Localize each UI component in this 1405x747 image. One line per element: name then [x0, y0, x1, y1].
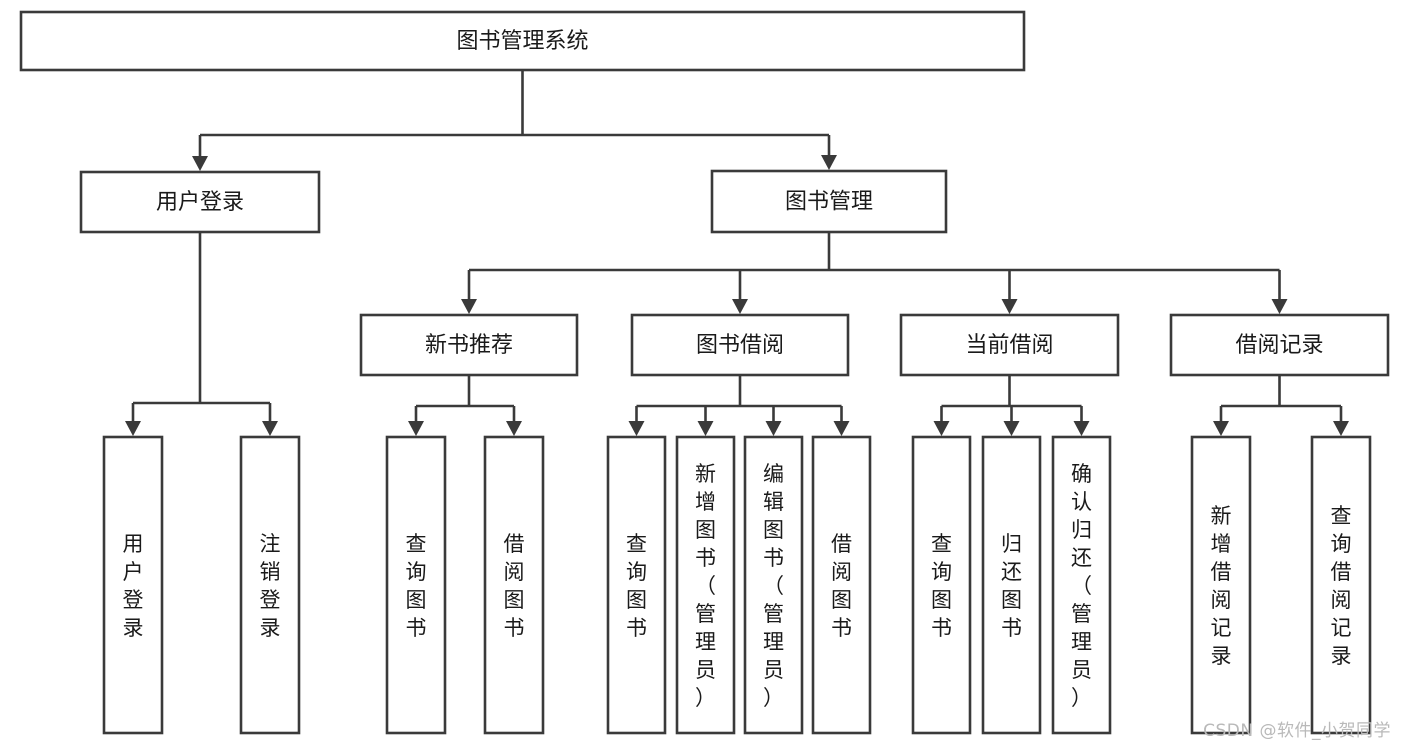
node-l-nr-borrow[interactable]: 借阅图书 [483, 435, 545, 735]
arrow-head-icon [192, 156, 208, 171]
node-box[interactable] [743, 435, 804, 735]
node-l-user-logout[interactable]: 注销登录 [239, 435, 301, 735]
node-box[interactable] [606, 435, 667, 735]
node-label: 用户登录 [156, 190, 244, 215]
node-label: 图书借阅 [696, 333, 784, 358]
node-box[interactable] [899, 313, 1120, 377]
connector-group [1213, 375, 1349, 436]
arrow-head-icon [1073, 421, 1090, 436]
node-label: 新书推荐 [425, 333, 513, 358]
node-box[interactable] [981, 435, 1042, 735]
node-box[interactable] [630, 313, 850, 377]
node-label: 图书管理系统 [456, 29, 588, 54]
arrow-head-icon [1213, 421, 1229, 436]
node-l-cb-confirm[interactable]: 确认归还（管理员） [1051, 435, 1112, 735]
node-layer: 图书管理系统用户登录图书管理新书推荐图书借阅当前借阅借阅记录用户登录注销登录查询… [19, 10, 1390, 735]
node-box[interactable] [239, 435, 301, 735]
arrow-head-icon [732, 299, 748, 314]
node-l-br-add[interactable]: 新增借阅记录 [1190, 435, 1252, 735]
arrow-head-icon [1333, 421, 1349, 436]
arrow-head-icon [262, 421, 278, 436]
connector-group [461, 232, 1288, 314]
node-l-nr-query[interactable]: 查询图书 [385, 435, 447, 735]
node-box[interactable] [1310, 435, 1372, 735]
node-label: 借阅图书 [504, 532, 525, 640]
arrow-head-icon [1001, 299, 1018, 314]
node-l-bb-add[interactable]: 新增图书（管理员） [675, 435, 736, 735]
csdn-watermark: CSDN @软件_小贺同学 [1203, 721, 1391, 741]
arrow-head-icon [506, 421, 522, 436]
arrow-head-icon [833, 421, 850, 436]
node-label: 借阅图书 [831, 532, 852, 640]
arrow-head-icon [933, 421, 950, 436]
connector-layer [125, 70, 1349, 436]
node-box[interactable] [1051, 435, 1112, 735]
node-label: 查询图书 [406, 532, 427, 640]
node-box[interactable] [675, 435, 736, 735]
node-box[interactable] [385, 435, 447, 735]
node-label: 借阅记录 [1235, 333, 1323, 358]
arrow-head-icon [765, 421, 782, 436]
connector-group [408, 375, 522, 436]
node-label: 归还图书 [1001, 532, 1022, 640]
node-n-cur-borrow[interactable]: 当前借阅 [899, 313, 1120, 377]
node-label: 新增借阅记录 [1211, 504, 1232, 668]
node-box[interactable] [1169, 313, 1390, 377]
arrow-head-icon [408, 421, 424, 436]
node-label: 注销登录 [260, 532, 281, 640]
node-l-bb-query[interactable]: 查询图书 [606, 435, 667, 735]
node-l-br-query[interactable]: 查询借阅记录 [1310, 435, 1372, 735]
arrow-head-icon [125, 421, 141, 436]
node-root[interactable]: 图书管理系统 [19, 10, 1026, 72]
node-box[interactable] [359, 313, 579, 377]
arrow-head-icon [628, 421, 645, 436]
node-box[interactable] [1190, 435, 1252, 735]
connector-group [192, 70, 837, 171]
node-label: 用户登录 [123, 532, 144, 640]
node-n-book-mgmt[interactable]: 图书管理 [710, 169, 948, 234]
node-l-cb-return[interactable]: 归还图书 [981, 435, 1042, 735]
node-l-bb-borrow[interactable]: 借阅图书 [811, 435, 872, 735]
arrow-head-icon [1271, 299, 1288, 314]
node-l-bb-edit[interactable]: 编辑图书（管理员） [743, 435, 804, 735]
node-box[interactable] [19, 10, 1026, 72]
node-l-user-login[interactable]: 用户登录 [102, 435, 164, 735]
node-label: 查询图书 [626, 532, 647, 640]
node-n-borrow-rec[interactable]: 借阅记录 [1169, 313, 1390, 377]
node-l-cb-query[interactable]: 查询图书 [911, 435, 972, 735]
connector-group [125, 232, 278, 436]
node-box[interactable] [911, 435, 972, 735]
node-label: 当前借阅 [965, 333, 1053, 358]
node-label: 新增图书（管理员） [695, 462, 716, 710]
arrow-head-icon [461, 299, 477, 314]
node-box[interactable] [710, 169, 948, 234]
node-label: 确认归还（管理员） [1071, 462, 1092, 710]
node-box[interactable] [102, 435, 164, 735]
arrow-head-icon [1003, 421, 1020, 436]
node-box[interactable] [811, 435, 872, 735]
node-box[interactable] [79, 170, 321, 234]
node-label: 查询图书 [931, 532, 952, 640]
node-n-new-book-rec[interactable]: 新书推荐 [359, 313, 579, 377]
node-n-book-borrow[interactable]: 图书借阅 [630, 313, 850, 377]
node-label: 图书管理 [785, 190, 873, 215]
connector-group [628, 375, 850, 436]
arrow-head-icon [821, 155, 837, 170]
arrow-head-icon [697, 421, 714, 436]
connector-group [933, 375, 1090, 436]
node-label: 查询借阅记录 [1331, 504, 1352, 668]
node-label: 编辑图书（管理员） [763, 462, 784, 710]
node-n-user-login[interactable]: 用户登录 [79, 170, 321, 234]
node-box[interactable] [483, 435, 545, 735]
